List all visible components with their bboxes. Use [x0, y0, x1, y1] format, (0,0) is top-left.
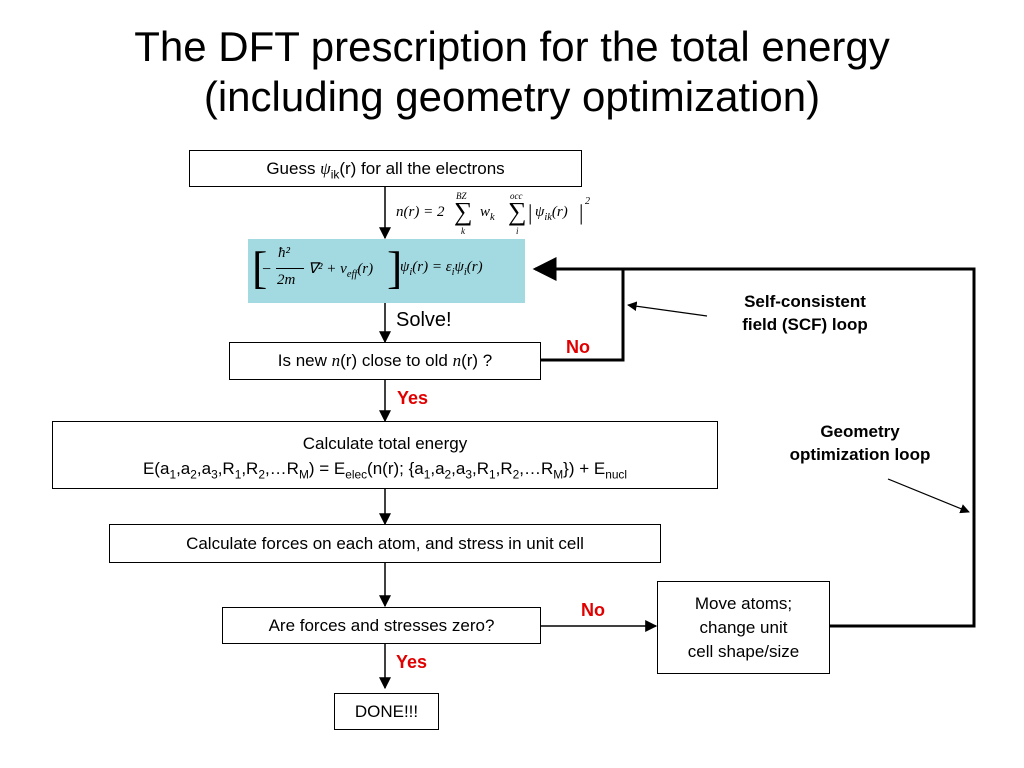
geometry-yes-label: Yes — [396, 652, 428, 672]
fraction-bar — [276, 268, 304, 269]
title-line-1: The DFT prescription for the total energ… — [134, 23, 890, 70]
scf-yes-label: Yes — [397, 388, 429, 408]
done-box: DONE!!! — [334, 693, 439, 730]
density-equation: n(r) = 2 BZ ∑ k wk occ ∑ i | ψik(r) | 2 — [396, 191, 590, 236]
geometry-no-label: No — [581, 600, 605, 620]
forces-box: Calculate forces on each atom, and stres… — [109, 524, 661, 563]
forces-zero-check-box: Are forces and stresses zero? — [222, 607, 541, 644]
sum-symbol-i: ∑ — [508, 197, 527, 226]
energy-title: Calculate total energy — [302, 434, 468, 453]
total-energy-box: Calculate total energy E(a1,a2,a3,R1,R2,… — [52, 421, 718, 489]
sum-symbol-k: ∑ — [454, 197, 473, 226]
geometry-pointer — [887, 478, 970, 514]
kohn-sham-equation-box: [ − ħ² 2m ∇² + veff(r) ] ψi(r) = εiψi(r) — [248, 239, 525, 303]
scf-no-label: No — [566, 337, 590, 357]
move-atoms-box: Move atoms; change unit cell shape/size — [657, 581, 830, 674]
scf-pointer — [627, 301, 708, 317]
title-line-2: (including geometry optimization) — [203, 73, 821, 120]
scf-loop-note: Self-consistent field (SCF) loop — [742, 292, 868, 334]
slide-title: The DFT prescription for the total energ… — [0, 22, 1024, 122]
geometry-loop-note: Geometry optimization loop — [789, 422, 931, 464]
geometry-loop-line — [532, 257, 976, 628]
scf-loop-line — [541, 269, 625, 362]
convergence-check-box: Is new n(r) close to old n(r) ? — [229, 342, 541, 380]
energy-formula: E(a1,a2,a3,R1,R2,…RM) = Eelec(n(r); {a1,… — [142, 459, 628, 482]
guess-wavefunction-box: Guess ψik(r) for all the electrons — [189, 150, 582, 187]
solve-label: Solve! — [396, 309, 452, 331]
